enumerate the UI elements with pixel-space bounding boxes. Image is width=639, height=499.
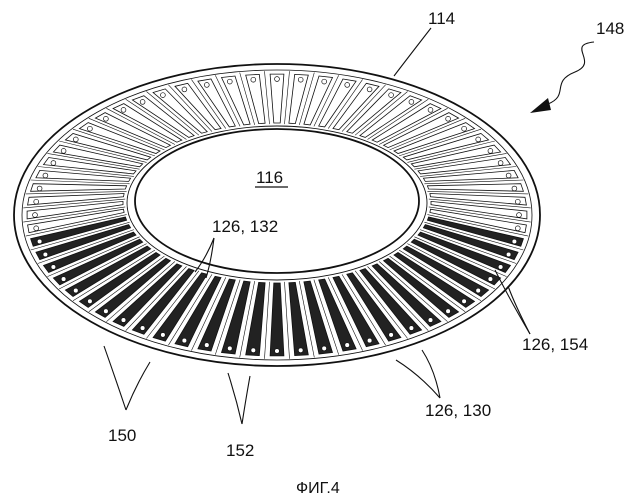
slot-end — [389, 333, 394, 338]
slot-end — [476, 137, 481, 142]
leader-150-a — [104, 346, 126, 410]
slot-end — [37, 239, 42, 244]
slot-end — [512, 186, 517, 191]
slot-end — [88, 299, 93, 304]
label-152: 152 — [226, 441, 254, 460]
figure-caption: ФИГ.4 — [296, 480, 340, 497]
arrowhead-148 — [530, 98, 551, 113]
slot-end — [204, 343, 209, 348]
slot-end — [61, 149, 66, 154]
label-126-130: 126, 130 — [425, 401, 491, 420]
slot-end — [476, 288, 481, 293]
slot-end — [488, 277, 493, 282]
slot-end — [227, 79, 232, 84]
slot-end — [88, 126, 93, 131]
leader-126-130-a — [396, 360, 440, 398]
slot-end — [322, 79, 327, 84]
slot-end — [322, 346, 327, 351]
slot-end — [409, 100, 414, 105]
label-126-154: 126, 154 — [522, 335, 588, 354]
slot-end — [298, 77, 303, 82]
slot-end — [182, 338, 187, 343]
slot-end — [104, 309, 109, 314]
slot-end — [506, 252, 511, 257]
slot-end — [345, 83, 350, 88]
slot-end — [161, 93, 166, 98]
leader-152-a — [228, 373, 242, 424]
slot-end — [367, 338, 372, 343]
label-150: 150 — [108, 426, 136, 445]
slot-end — [515, 226, 520, 231]
leader-126-154-b — [508, 286, 530, 334]
slot-end — [227, 346, 232, 351]
slot-end — [140, 326, 145, 331]
slot-end — [34, 199, 39, 204]
slot-end — [51, 161, 56, 166]
label-148: 148 — [596, 19, 624, 38]
leader-150-b — [126, 362, 150, 410]
slot-end — [428, 108, 433, 113]
slot-end — [298, 348, 303, 353]
slot-end — [275, 77, 280, 82]
slot-end — [517, 213, 522, 218]
slot-end — [512, 239, 517, 244]
leader-126-130-b — [422, 350, 440, 398]
slot-end — [251, 77, 256, 82]
slot-end — [140, 100, 145, 105]
slot-end — [43, 173, 48, 178]
slot-end — [409, 326, 414, 331]
slot-end — [488, 149, 493, 154]
slot-end — [61, 277, 66, 282]
slot-end — [121, 108, 126, 113]
slot-end — [33, 213, 38, 218]
label-114: 114 — [428, 9, 455, 28]
slot-end — [367, 87, 372, 92]
slot-end — [51, 265, 56, 270]
slot-end — [506, 173, 511, 178]
slot-end — [428, 318, 433, 323]
slot-end — [345, 343, 350, 348]
slot-end — [121, 318, 126, 323]
slot-end — [43, 252, 48, 257]
leader-152-b — [242, 376, 250, 424]
slot-end — [498, 265, 503, 270]
slot-end — [182, 87, 187, 92]
slot-end — [515, 199, 520, 204]
slot-end — [275, 349, 280, 354]
slot-end — [73, 137, 78, 142]
slot-end — [462, 126, 467, 131]
slot-end — [37, 186, 42, 191]
leader-148 — [548, 42, 594, 104]
slot-end — [204, 83, 209, 88]
slot-end — [498, 161, 503, 166]
label-126-132: 126, 132 — [212, 217, 278, 236]
leader-114 — [394, 28, 431, 76]
slot-end — [251, 348, 256, 353]
slot-end — [462, 299, 467, 304]
slot-end — [389, 93, 394, 98]
slot-end — [34, 226, 39, 231]
slot-end — [446, 309, 451, 314]
slot-end — [446, 116, 451, 121]
label-116: 116 — [256, 168, 283, 187]
central-opening — [135, 129, 419, 273]
slot-end — [73, 288, 78, 293]
slot-end — [104, 116, 109, 121]
slot-end — [161, 333, 166, 338]
